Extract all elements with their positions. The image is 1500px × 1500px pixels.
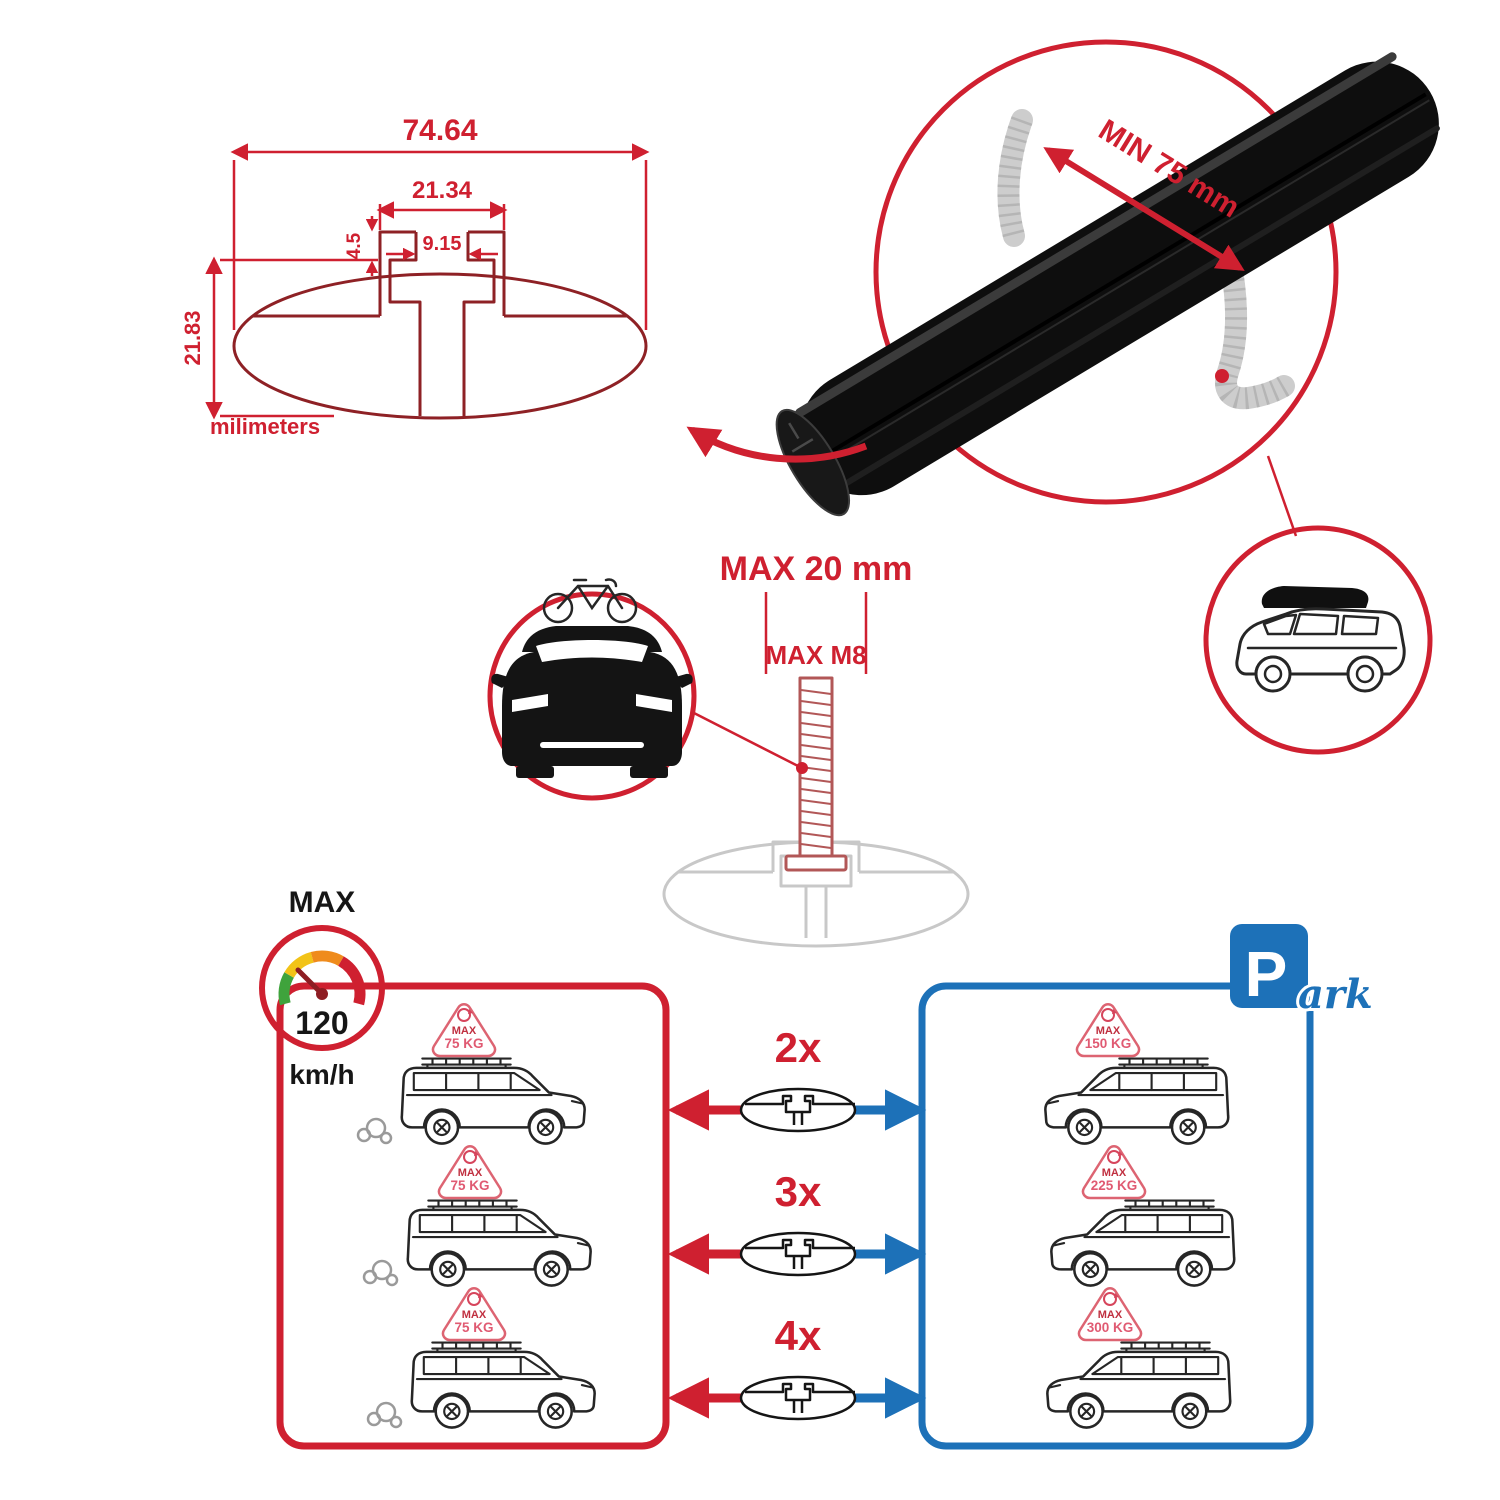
dust-swirl-icon	[356, 1117, 393, 1145]
tag-max-label: MAX	[1102, 1167, 1127, 1179]
crossbar-detail-circle: MIN 75 mm	[686, 39, 1440, 537]
dust-swirl-icon	[362, 1259, 399, 1287]
park-sign: P ark	[1230, 924, 1376, 1021]
bolt-section: MAX 20 mm MAX M8	[662, 550, 970, 948]
gauge-circle	[259, 925, 385, 1051]
tag-weight: 75 KG	[444, 1036, 483, 1051]
inner-slot-dimension: 9.15	[386, 233, 498, 261]
crossbar-end-icon	[739, 1087, 857, 1133]
detail-circle-outline	[873, 39, 1339, 505]
suv-circle-outline	[1203, 525, 1433, 755]
load-tag: MAX 75 KG	[441, 1287, 507, 1342]
parking-capacity-panel	[918, 982, 1314, 1450]
bolt-pointer-line	[691, 710, 799, 768]
tag-weight: 225 KG	[1091, 1178, 1138, 1193]
suv-roofbox-icon	[1235, 586, 1406, 693]
car-illustration	[406, 1199, 592, 1287]
inner-slot-value: 9.15	[423, 233, 462, 255]
multiplier-4x: 4x	[667, 1312, 927, 1421]
profile-height-dimension: 21.83	[180, 256, 378, 420]
car-illustration	[410, 1341, 596, 1429]
profile-oval	[232, 272, 648, 420]
profile-dimension-diagram: 74.64 21.34 9.15 4.5 21.83 milimeters	[180, 114, 650, 439]
bike-icon	[542, 578, 638, 624]
suv-roofbox-circle	[1203, 525, 1433, 755]
outer-slot-dimension: 21.34	[376, 177, 508, 230]
load-tag: MAX 75 KG	[431, 1003, 497, 1058]
total-width-dimension: 74.64	[230, 114, 650, 330]
park-sign-letter: P	[1245, 938, 1288, 1010]
lip-depth-value: 4.5	[344, 232, 365, 259]
driving-cars	[356, 1057, 596, 1429]
tag-max-label: MAX	[458, 1167, 483, 1179]
load-tag: MAX 225 KG	[1081, 1145, 1147, 1200]
multiplier-2x: 2x	[667, 1024, 927, 1133]
tag-max-label: MAX	[452, 1025, 477, 1037]
crossbar-render	[775, 52, 1440, 517]
outer-slot-value: 21.34	[412, 177, 473, 204]
load-tag: MAX 300 KG	[1077, 1287, 1143, 1342]
speed-max-caption: MAX	[289, 886, 356, 919]
crossbar-end-icon	[739, 1231, 857, 1277]
multiplier-label: 3x	[775, 1168, 822, 1215]
tag-max-label: MAX	[1096, 1025, 1121, 1037]
tag-weight: 150 KG	[1085, 1036, 1132, 1051]
bolt-pointer-dot	[796, 762, 808, 774]
units-label: milimeters	[210, 414, 320, 439]
tag-max-label: MAX	[462, 1309, 487, 1321]
crossbar-end-face	[775, 408, 851, 517]
crossbar-end-icon	[739, 1375, 857, 1421]
load-tag: MAX 75 KG	[437, 1145, 503, 1200]
tag-weight: 75 KG	[450, 1178, 489, 1193]
multiplier-3x: 3x	[667, 1168, 927, 1277]
parked-cars	[1044, 1057, 1236, 1429]
speed-unit: km/h	[289, 1059, 354, 1090]
car-illustration	[1044, 1057, 1230, 1145]
profile-t-slot	[253, 230, 627, 416]
park-sign-suffix: ark	[1298, 971, 1373, 1018]
max-bolt-width-label: MAX 20 mm	[720, 550, 913, 588]
speed-value: 120	[295, 1005, 348, 1041]
car-front-circle	[487, 578, 697, 801]
profile-height-value: 21.83	[180, 310, 205, 365]
car-illustration	[1050, 1199, 1236, 1287]
max-thread-label: MAX M8	[765, 640, 866, 670]
tag-weight: 300 KG	[1087, 1320, 1134, 1335]
roof-box	[1261, 586, 1369, 608]
load-tag: MAX 150 KG	[1075, 1003, 1141, 1058]
clamp-ghost	[997, 109, 1295, 410]
lip-depth-dimension: 4.5	[344, 216, 379, 276]
tag-max-label: MAX	[1098, 1309, 1123, 1321]
capacity-section: P ark MAX	[259, 886, 1376, 1450]
clamp-dot	[1215, 369, 1229, 383]
car-front-icon	[491, 626, 693, 778]
tag-weight: 75 KG	[454, 1320, 493, 1335]
car-illustration	[400, 1057, 586, 1145]
multiplier-label: 4x	[775, 1312, 822, 1359]
driving-capacity-panel	[276, 982, 670, 1450]
total-width-value: 74.64	[402, 114, 477, 147]
arrow-to-diagram-icon	[686, 426, 868, 463]
gauge-arcs	[278, 950, 366, 1006]
speed-limit-gauge: MAX 120 km/h	[259, 886, 385, 1090]
circle-connector-line	[1266, 455, 1298, 537]
multiplier-label: 2x	[775, 1024, 822, 1071]
dust-swirl-icon	[366, 1401, 403, 1429]
car-front-circle-outline	[487, 591, 697, 801]
car-illustration	[1046, 1341, 1232, 1429]
